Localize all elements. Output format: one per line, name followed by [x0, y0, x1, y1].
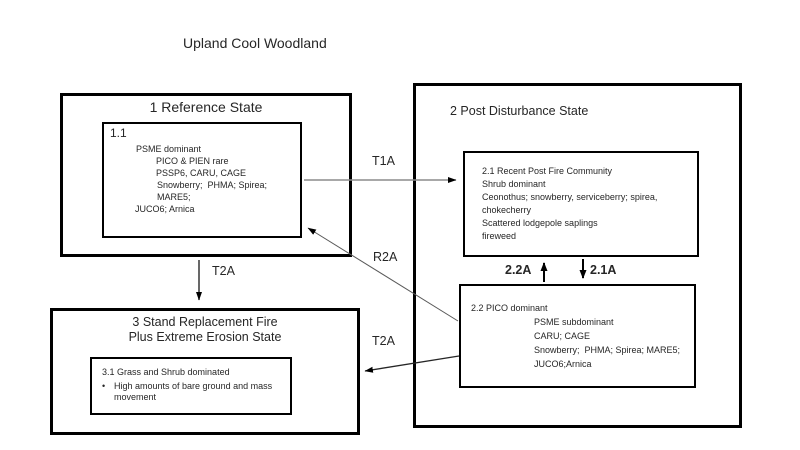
bullet-icon: •: [102, 380, 106, 391]
transition-label-t2a-lower: T2A: [372, 334, 395, 348]
transition-label-2-2a: 2.2A: [505, 263, 532, 277]
transition-label-2-1a: 2.1A: [590, 263, 617, 277]
transition-label-t2a-upper: T2A: [212, 264, 235, 278]
community-2-1-species-list: 2.1 Recent Post Fire Community Shrub dom…: [465, 153, 697, 243]
stand-replacement-state-title: 3 Stand Replacement Fire Plus Extreme Er…: [53, 311, 357, 345]
species-line: PSME subdominant: [534, 317, 614, 327]
community-1-1-box: 1.1 PSME dominant PICO & PIEN rare PSSP6…: [102, 122, 302, 238]
community-2-2-species-list: 2.2 PICO dominant PSME subdominant CARU;…: [461, 286, 694, 371]
species-line: CARU; CAGE: [534, 331, 591, 341]
reference-state-title: 1 Reference State: [149, 99, 263, 115]
recent-post-fire-community-box: 2.1 Recent Post Fire Community Shrub dom…: [463, 151, 699, 257]
species-line: Snowberry; PHMA; Spirea; MARE5;: [157, 180, 270, 202]
species-line: Ceonothus; snowberry, serviceberry; spir…: [482, 192, 658, 202]
diagram-title: Upland Cool Woodland: [183, 35, 327, 51]
state-title-line: Plus Extreme Erosion State: [128, 330, 282, 344]
grass-shrub-community-box: 3.1 Grass and Shrub dominated • High amo…: [90, 357, 292, 415]
species-line: chokecherry: [482, 205, 532, 215]
species-line: Snowberry; PHMA; Spirea; MARE5;: [534, 345, 681, 355]
community-1-1-species-list: PSME dominant PICO & PIEN rare PSSP6, CA…: [104, 143, 300, 215]
species-line: 2.1 Recent Post Fire Community: [482, 166, 613, 176]
transition-label-r2a: R2A: [373, 250, 398, 264]
community-3-1-heading: 3.1 Grass and Shrub dominated: [102, 367, 230, 377]
species-line: PSSP6, CARU, CAGE: [156, 168, 247, 178]
community-1-1-id: 1.1: [110, 126, 127, 140]
species-line: PICO & PIEN rare: [156, 156, 229, 166]
species-line: 2.2 PICO dominant: [471, 303, 548, 313]
state-title-line: 3 Stand Replacement Fire: [132, 315, 278, 329]
bullet-item: • High amounts of bare ground and mass m…: [102, 381, 284, 404]
species-line: JUCO6;Arnica: [534, 359, 592, 369]
transition-label-t1a: T1A: [372, 154, 395, 168]
species-line: Scattered lodgepole saplings: [482, 218, 598, 228]
community-3-1-description: 3.1 Grass and Shrub dominated • High amo…: [92, 359, 290, 404]
species-line: Shrub dominant: [482, 179, 546, 189]
species-line: JUCO6; Arnica: [135, 204, 195, 214]
bullet-text: High amounts of bare ground and mass mov…: [114, 380, 275, 403]
species-line: PSME dominant: [136, 144, 202, 154]
post-disturbance-state-title: 2 Post Disturbance State: [450, 104, 589, 118]
species-line: fireweed: [482, 231, 517, 241]
pico-dominant-community-box: 2.2 PICO dominant PSME subdominant CARU;…: [459, 284, 696, 388]
